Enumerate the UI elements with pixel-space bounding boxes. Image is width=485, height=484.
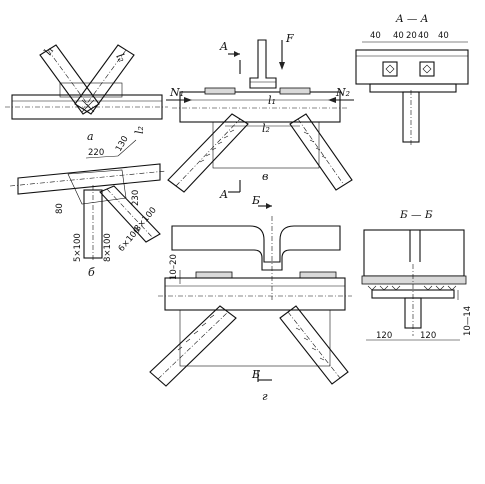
b-dim-80: 80 xyxy=(55,203,65,214)
bb-dim-left: 120 xyxy=(376,331,392,341)
g-plate-left xyxy=(195,271,233,279)
v-chord xyxy=(179,91,341,123)
g-left-diagonal xyxy=(149,305,237,387)
v-load-member xyxy=(249,39,277,89)
aa-flange xyxy=(369,83,457,93)
v-right-diagonal xyxy=(289,113,353,191)
g-section-b-bottom: Б xyxy=(251,368,260,381)
g-top-member xyxy=(171,225,341,271)
g-section-b-top: Б xyxy=(251,194,260,207)
a-weld-leg-l2-diag: l₂ xyxy=(113,51,128,64)
v-len-l2: l₂ xyxy=(262,122,270,135)
figure-v: F A A N₁ N₂ l₁ l₂ в xyxy=(166,32,354,201)
bb-plate xyxy=(361,275,467,285)
v-force-n1: N₁ xyxy=(169,86,184,99)
v-left-diagonal xyxy=(167,113,249,193)
v-caption: в xyxy=(262,170,268,183)
g-dim-gap: 10–20 xyxy=(169,254,179,280)
v-force-f: F xyxy=(285,32,294,45)
b-dim-130: 130 xyxy=(114,134,131,153)
v-plate-right xyxy=(279,87,311,95)
b-dim-230: 230 xyxy=(131,190,141,206)
section-aa: A — A 40 40 20 40 40 xyxy=(355,13,469,146)
b-dim-8x100-vert: 8×100 xyxy=(103,233,113,262)
aa-dim-1: 40 xyxy=(370,31,381,41)
v-gusset xyxy=(212,121,320,169)
b-chord xyxy=(17,163,161,195)
section-bb: Б — Б 120 120 10—14 xyxy=(361,209,473,341)
b-gusset xyxy=(67,169,127,205)
g-gusset xyxy=(179,309,331,367)
v-section-a-top: A xyxy=(219,40,228,53)
v-force-n2: N₂ xyxy=(335,86,350,99)
aa-bolt-left xyxy=(382,61,398,77)
aa-title: A — A xyxy=(395,13,429,25)
b-caption: б xyxy=(88,266,95,279)
figure-b: 220 130 230 80 5×100 8×100 6×100 8×100 б xyxy=(9,134,167,279)
aa-dim-4: 40 xyxy=(418,31,429,41)
aa-plate xyxy=(355,49,469,85)
b-dim-220: 220 xyxy=(88,148,104,158)
g-right-diagonal xyxy=(279,305,349,385)
aa-dim-3: 20 xyxy=(406,31,417,41)
v-plate-left xyxy=(204,87,236,95)
a-right-diagonal xyxy=(74,44,135,115)
v-section-a-bottom: A xyxy=(219,188,228,201)
v-len-l1: l₁ xyxy=(268,94,276,107)
aa-dim-2: 40 xyxy=(393,31,404,41)
a-weld-leg-l2-chord: l₂ xyxy=(133,126,146,134)
bb-title: Б — Б xyxy=(399,209,433,221)
a-caption: a xyxy=(87,130,94,143)
bb-welds xyxy=(367,285,457,291)
a-left-diagonal xyxy=(39,44,100,115)
bb-web xyxy=(404,297,422,329)
g-plate-right xyxy=(299,271,337,279)
g-caption: г xyxy=(262,390,268,403)
a-gusset xyxy=(59,82,123,98)
figure-a: l₁ l₂ l₂ a xyxy=(5,44,168,143)
bb-dim-thickness: 10—14 xyxy=(463,306,473,336)
g-chord xyxy=(164,277,346,311)
bb-top-element xyxy=(363,229,465,277)
bb-dim-right: 120 xyxy=(420,331,436,341)
aa-bolt-right xyxy=(419,61,435,77)
figure-g: Б Б 10–20 г xyxy=(149,194,352,403)
b-dim-5x100: 5×100 xyxy=(73,233,83,262)
aa-dim-5: 40 xyxy=(438,31,449,41)
b-diagonal xyxy=(99,185,161,243)
